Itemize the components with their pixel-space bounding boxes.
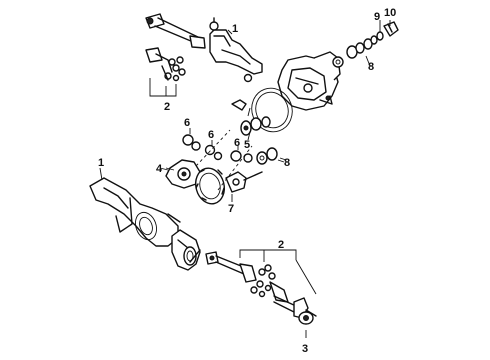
callout-5: 5 [244,139,250,151]
callout-9: 9 [374,11,380,23]
callout-1-top: 1 [232,23,238,35]
side-bearing-right [230,146,285,165]
callout-7: 7 [228,203,234,215]
callout-8-top: 8 [368,61,374,73]
callout-3: 3 [302,343,308,355]
differential-case [159,159,201,189]
callout-2-top: 2 [164,101,170,113]
lower-yoke [293,297,317,325]
side-bearing-left [182,128,223,161]
differential-carrier-housing [277,51,341,111]
steering-knuckle-arm [209,17,263,83]
pinion-yoke [383,21,399,37]
ring-gear [194,167,226,205]
callout-6-a: 6 [184,117,190,129]
callout-4: 4 [156,163,163,175]
axle-housing-left [89,177,181,247]
axle-tube-right [171,229,201,271]
callout-1-bottom: 1 [98,157,104,169]
callout-10: 10 [384,7,396,19]
callout-6-c: 6 [234,137,240,149]
lower-axle-shaft [205,251,257,283]
carrier-bearing-stack [231,99,271,141]
callout-2-bottom: 2 [278,239,284,251]
callout-6-b: 6 [208,129,214,141]
pinion-seal-parts [332,31,384,68]
drive-pinion [225,171,263,202]
callout-8-mid: 8 [284,157,290,169]
cover-gasket [251,87,293,133]
lower-universal-joint [250,264,297,313]
upper-axle-shaft [145,13,206,49]
upper-universal-joint [145,47,186,82]
